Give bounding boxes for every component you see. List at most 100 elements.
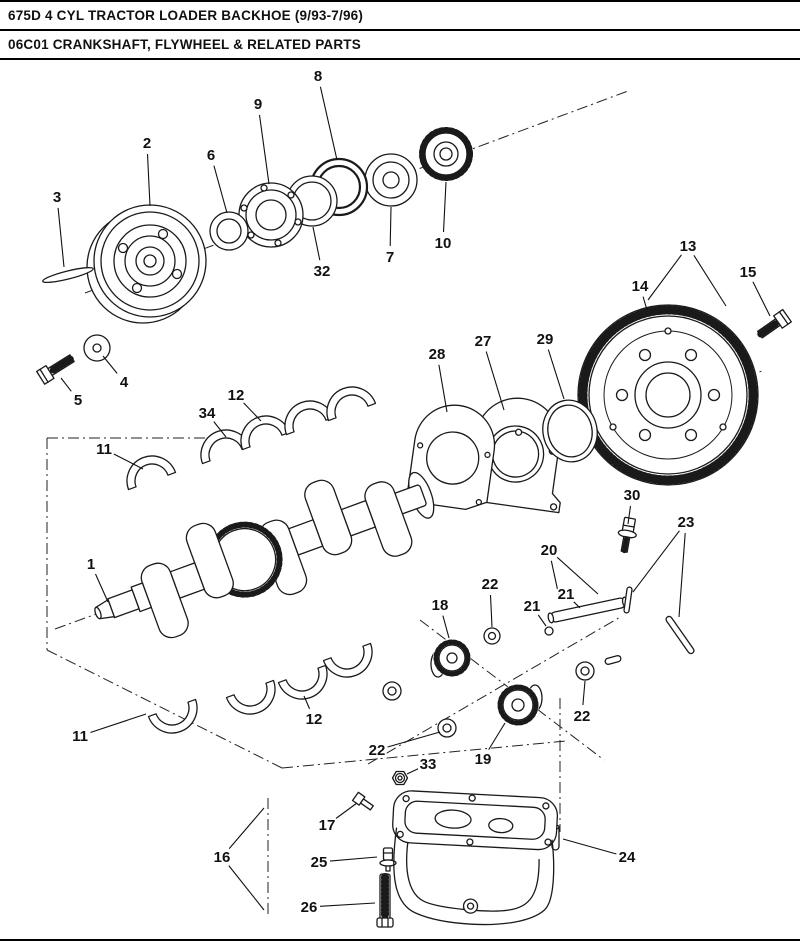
callout-2: 2 bbox=[143, 135, 151, 152]
callout-28: 28 bbox=[429, 346, 446, 363]
part-main-bearing-lower-set bbox=[147, 642, 380, 741]
callout-22: 22 bbox=[574, 708, 591, 725]
part-oil-pan bbox=[392, 790, 559, 926]
callout-12: 12 bbox=[228, 387, 245, 404]
callout-11: 11 bbox=[96, 441, 112, 458]
leader-line bbox=[582, 680, 586, 706]
leader-line bbox=[442, 181, 447, 233]
leader-line bbox=[146, 153, 151, 207]
part-bolt-25 bbox=[379, 847, 397, 872]
part-woodruff-key bbox=[42, 266, 94, 284]
part-flywheel-bolt bbox=[757, 308, 792, 339]
section-title: 06C01 CRANKSHAFT, FLYWHEEL & RELATED PAR… bbox=[0, 31, 800, 60]
title-block: 675D 4 CYL TRACTOR LOADER BACKHOE (9/93-… bbox=[0, 2, 800, 60]
leader-line bbox=[213, 165, 228, 214]
part-oil-slinger bbox=[364, 153, 418, 207]
part-rear-seal-gasket bbox=[407, 404, 496, 511]
leader-line bbox=[678, 532, 686, 618]
leader-line bbox=[547, 349, 565, 400]
callout-20: 20 bbox=[541, 542, 558, 559]
callout-3: 3 bbox=[53, 189, 61, 206]
part-pin-small bbox=[604, 655, 622, 665]
leader-line bbox=[752, 281, 771, 317]
leader-line bbox=[94, 573, 109, 603]
callout-10: 10 bbox=[435, 235, 452, 252]
part-collar bbox=[544, 626, 554, 636]
callout-27: 27 bbox=[475, 333, 492, 350]
part-stud-26 bbox=[376, 873, 394, 928]
leader-line bbox=[489, 594, 493, 628]
leader-line bbox=[573, 601, 581, 609]
callout-17: 17 bbox=[319, 817, 336, 834]
leader-line bbox=[90, 713, 147, 734]
leader-line bbox=[319, 902, 376, 907]
leader-line bbox=[550, 560, 561, 602]
callout-13: 13 bbox=[680, 238, 697, 255]
part-pulley-bolt bbox=[36, 354, 75, 385]
leader-line bbox=[556, 556, 599, 595]
leader-line bbox=[438, 364, 448, 413]
leader-line bbox=[60, 377, 72, 392]
part-flywheel bbox=[577, 304, 759, 486]
callout-34: 34 bbox=[199, 405, 216, 422]
leader-line bbox=[213, 421, 227, 438]
callout-1: 1 bbox=[87, 556, 95, 573]
leader-line bbox=[693, 255, 727, 307]
callout-25: 25 bbox=[311, 854, 328, 871]
leader-line bbox=[228, 865, 265, 911]
callout-5: 5 bbox=[74, 392, 82, 409]
callout-19: 19 bbox=[475, 751, 492, 768]
callout-23: 23 bbox=[678, 514, 695, 531]
callout-30: 30 bbox=[624, 487, 641, 504]
leader-line bbox=[562, 838, 617, 855]
callout-21: 21 bbox=[524, 598, 541, 615]
callout-22: 22 bbox=[369, 742, 386, 759]
leader-line bbox=[647, 254, 682, 301]
callout-26: 26 bbox=[301, 899, 318, 916]
callout-22: 22 bbox=[482, 576, 499, 593]
part-bolt-17 bbox=[351, 791, 374, 811]
callout-29: 29 bbox=[537, 331, 554, 348]
leader-line bbox=[243, 402, 262, 422]
leader-line bbox=[228, 807, 265, 849]
leader-line bbox=[627, 505, 632, 525]
leader-line bbox=[442, 615, 450, 639]
part-spacer-ring bbox=[209, 211, 249, 251]
callout-9: 9 bbox=[254, 96, 262, 113]
part-washers-22 bbox=[382, 627, 595, 738]
callout-6: 6 bbox=[207, 147, 215, 164]
callout-16: 16 bbox=[214, 849, 231, 866]
part-main-bearing-upper-set bbox=[119, 379, 377, 491]
leader-line bbox=[258, 114, 270, 185]
part-rear-oring bbox=[542, 399, 598, 463]
part-dowel-pin bbox=[623, 586, 633, 614]
leader-line bbox=[319, 86, 338, 161]
leader-line bbox=[632, 530, 680, 593]
model-title: 675D 4 CYL TRACTOR LOADER BACKHOE (9/93-… bbox=[0, 2, 800, 31]
part-crank-pulley bbox=[86, 204, 207, 324]
callout-21: 21 bbox=[558, 586, 575, 603]
callout-24: 24 bbox=[619, 849, 636, 866]
leader-line bbox=[312, 226, 321, 261]
leader-line bbox=[485, 351, 505, 411]
callout-4: 4 bbox=[120, 374, 129, 391]
callout-11: 11 bbox=[72, 728, 88, 745]
part-pump-gear-19 bbox=[497, 684, 543, 726]
callout-33: 33 bbox=[420, 756, 437, 773]
leader-line bbox=[387, 731, 441, 748]
leader-line bbox=[113, 453, 144, 470]
callout-7: 7 bbox=[386, 249, 394, 266]
callout-32: 32 bbox=[314, 263, 331, 280]
part-front-gear bbox=[419, 127, 473, 181]
part-nut-33 bbox=[391, 770, 409, 786]
part-pump-gear-18 bbox=[430, 639, 471, 678]
part-crankshaft bbox=[94, 471, 435, 639]
part-dowel-pin-long bbox=[665, 615, 695, 655]
leader-line bbox=[329, 856, 378, 862]
leader-line bbox=[57, 207, 65, 268]
leader-line bbox=[488, 722, 506, 750]
part-pulley-washer bbox=[83, 334, 111, 362]
